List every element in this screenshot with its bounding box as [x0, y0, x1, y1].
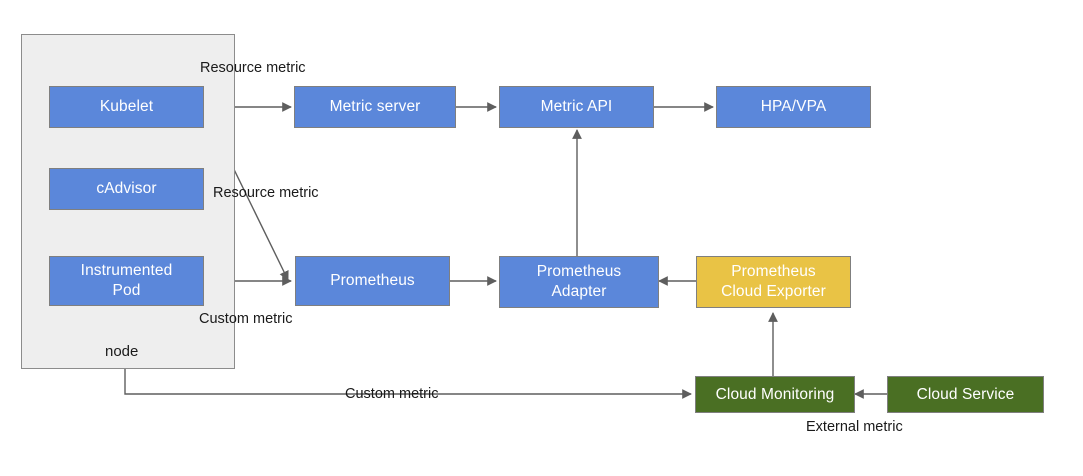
- node-cloud-service[interactable]: Cloud Service: [887, 376, 1044, 413]
- node-kubelet[interactable]: Kubelet: [49, 86, 204, 128]
- edge-label-resource-metric-top: Resource metric: [200, 60, 306, 76]
- node-metric-api[interactable]: Metric API: [499, 86, 654, 128]
- edge-label-custom-metric-bottom: Custom metric: [345, 386, 439, 402]
- node-cloud-monitoring[interactable]: Cloud Monitoring: [695, 376, 855, 413]
- node-group-label: node: [105, 343, 139, 360]
- edge-label-resource-metric-middle: Resource metric: [213, 185, 319, 201]
- node-hpa-vpa[interactable]: HPA/VPA: [716, 86, 871, 128]
- node-prometheus-adapter[interactable]: Prometheus Adapter: [499, 256, 659, 308]
- node-metric-server[interactable]: Metric server: [294, 86, 456, 128]
- edge-label-external-metric: External metric: [806, 419, 903, 435]
- node-cadvisor[interactable]: cAdvisor: [49, 168, 204, 210]
- node-prometheus[interactable]: Prometheus: [295, 256, 450, 306]
- edge-label-custom-metric-pod: Custom metric: [199, 311, 293, 327]
- node-instrumented-pod[interactable]: Instrumented Pod: [49, 256, 204, 306]
- node-prometheus-cloud-exporter[interactable]: Prometheus Cloud Exporter: [696, 256, 851, 308]
